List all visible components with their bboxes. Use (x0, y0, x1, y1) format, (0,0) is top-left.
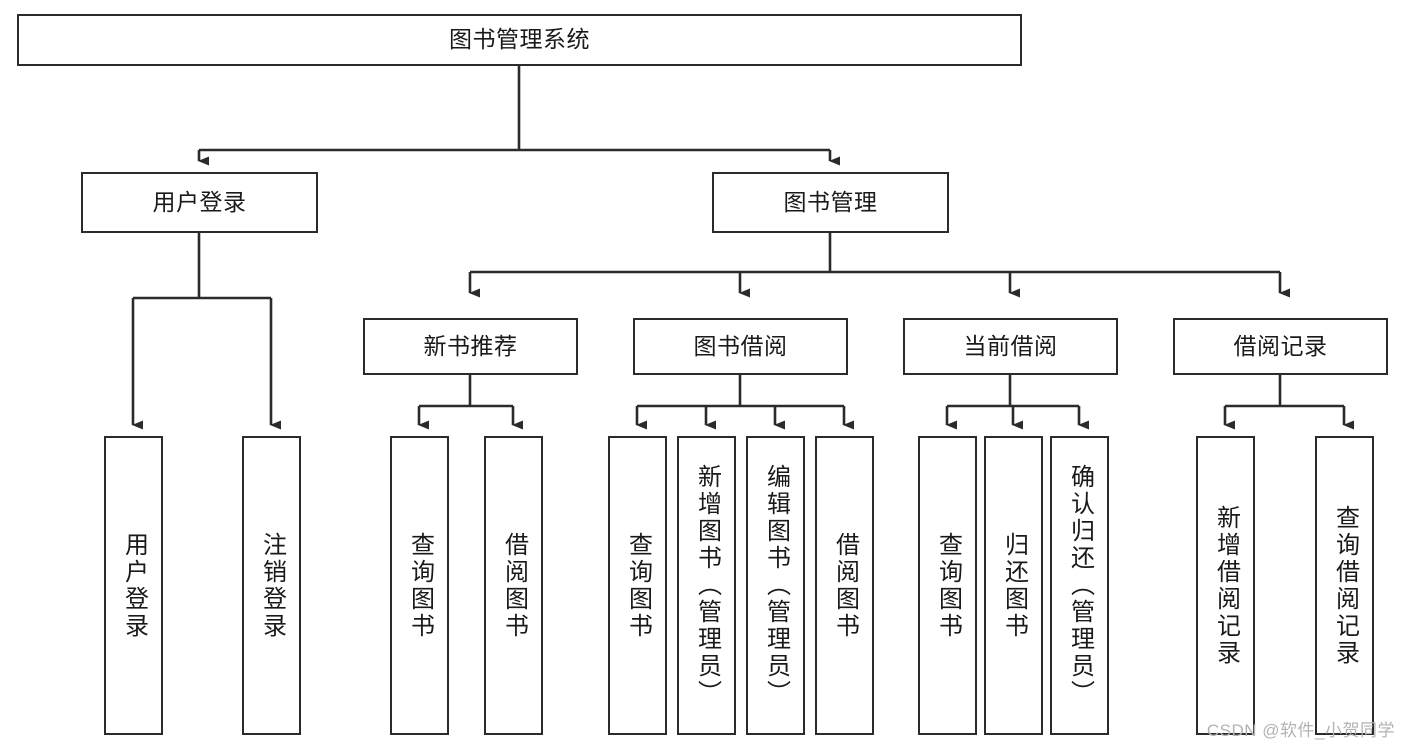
node-leaf-borrow-book-1[interactable]: 借阅图书 (484, 436, 543, 735)
node-book-borrow-label: 图书借阅 (693, 332, 788, 359)
node-leaf-edit-book[interactable]: 编辑图书（管理员） (746, 436, 805, 735)
node-leaf-user-login[interactable]: 用户登录 (104, 436, 163, 735)
node-leaf-add-book-label: 新增图书（管理员） (693, 464, 721, 707)
node-user-login[interactable]: 用户登录 (81, 172, 318, 233)
node-borrow-record-label: 借阅记录 (1233, 332, 1328, 359)
node-leaf-query-book-2-label: 查询图书 (624, 531, 652, 640)
node-leaf-logout-login[interactable]: 注销登录 (242, 436, 301, 735)
node-leaf-query-book-3[interactable]: 查询图书 (918, 436, 977, 735)
node-leaf-confirm-return[interactable]: 确认归还（管理员） (1050, 436, 1109, 735)
node-root-label: 图书管理系统 (449, 26, 590, 53)
node-leaf-borrow-book-2-label: 借阅图书 (831, 531, 859, 640)
node-current-borrow-label: 当前借阅 (963, 332, 1058, 359)
node-borrow-record[interactable]: 借阅记录 (1173, 318, 1388, 375)
node-new-book-recommend[interactable]: 新书推荐 (363, 318, 578, 375)
node-leaf-confirm-return-label: 确认归还（管理员） (1066, 464, 1094, 707)
node-book-manage[interactable]: 图书管理 (712, 172, 949, 233)
node-leaf-query-book-2[interactable]: 查询图书 (608, 436, 667, 735)
node-leaf-return-book[interactable]: 归还图书 (984, 436, 1043, 735)
node-leaf-logout-login-label: 注销登录 (258, 531, 286, 640)
node-leaf-borrow-book-2[interactable]: 借阅图书 (815, 436, 874, 735)
node-current-borrow[interactable]: 当前借阅 (903, 318, 1118, 375)
node-leaf-query-book-1[interactable]: 查询图书 (390, 436, 449, 735)
node-leaf-borrow-book-1-label: 借阅图书 (500, 531, 528, 640)
node-leaf-add-book[interactable]: 新增图书（管理员） (677, 436, 736, 735)
node-book-borrow[interactable]: 图书借阅 (633, 318, 848, 375)
node-book-manage-label: 图书管理 (783, 188, 878, 215)
node-leaf-return-book-label: 归还图书 (1000, 531, 1028, 640)
node-leaf-query-book-3-label: 查询图书 (934, 531, 962, 640)
node-leaf-add-record-label: 新增借阅记录 (1212, 504, 1240, 667)
node-new-book-recommend-label: 新书推荐 (423, 332, 518, 359)
node-leaf-edit-book-label: 编辑图书（管理员） (762, 464, 790, 707)
node-leaf-query-record[interactable]: 查询借阅记录 (1315, 436, 1374, 735)
node-leaf-query-record-label: 查询借阅记录 (1331, 504, 1359, 667)
node-leaf-user-login-label: 用户登录 (120, 531, 148, 640)
node-root[interactable]: 图书管理系统 (17, 14, 1022, 66)
node-user-login-label: 用户登录 (152, 188, 247, 215)
node-leaf-add-record[interactable]: 新增借阅记录 (1196, 436, 1255, 735)
node-leaf-query-book-1-label: 查询图书 (406, 531, 434, 640)
